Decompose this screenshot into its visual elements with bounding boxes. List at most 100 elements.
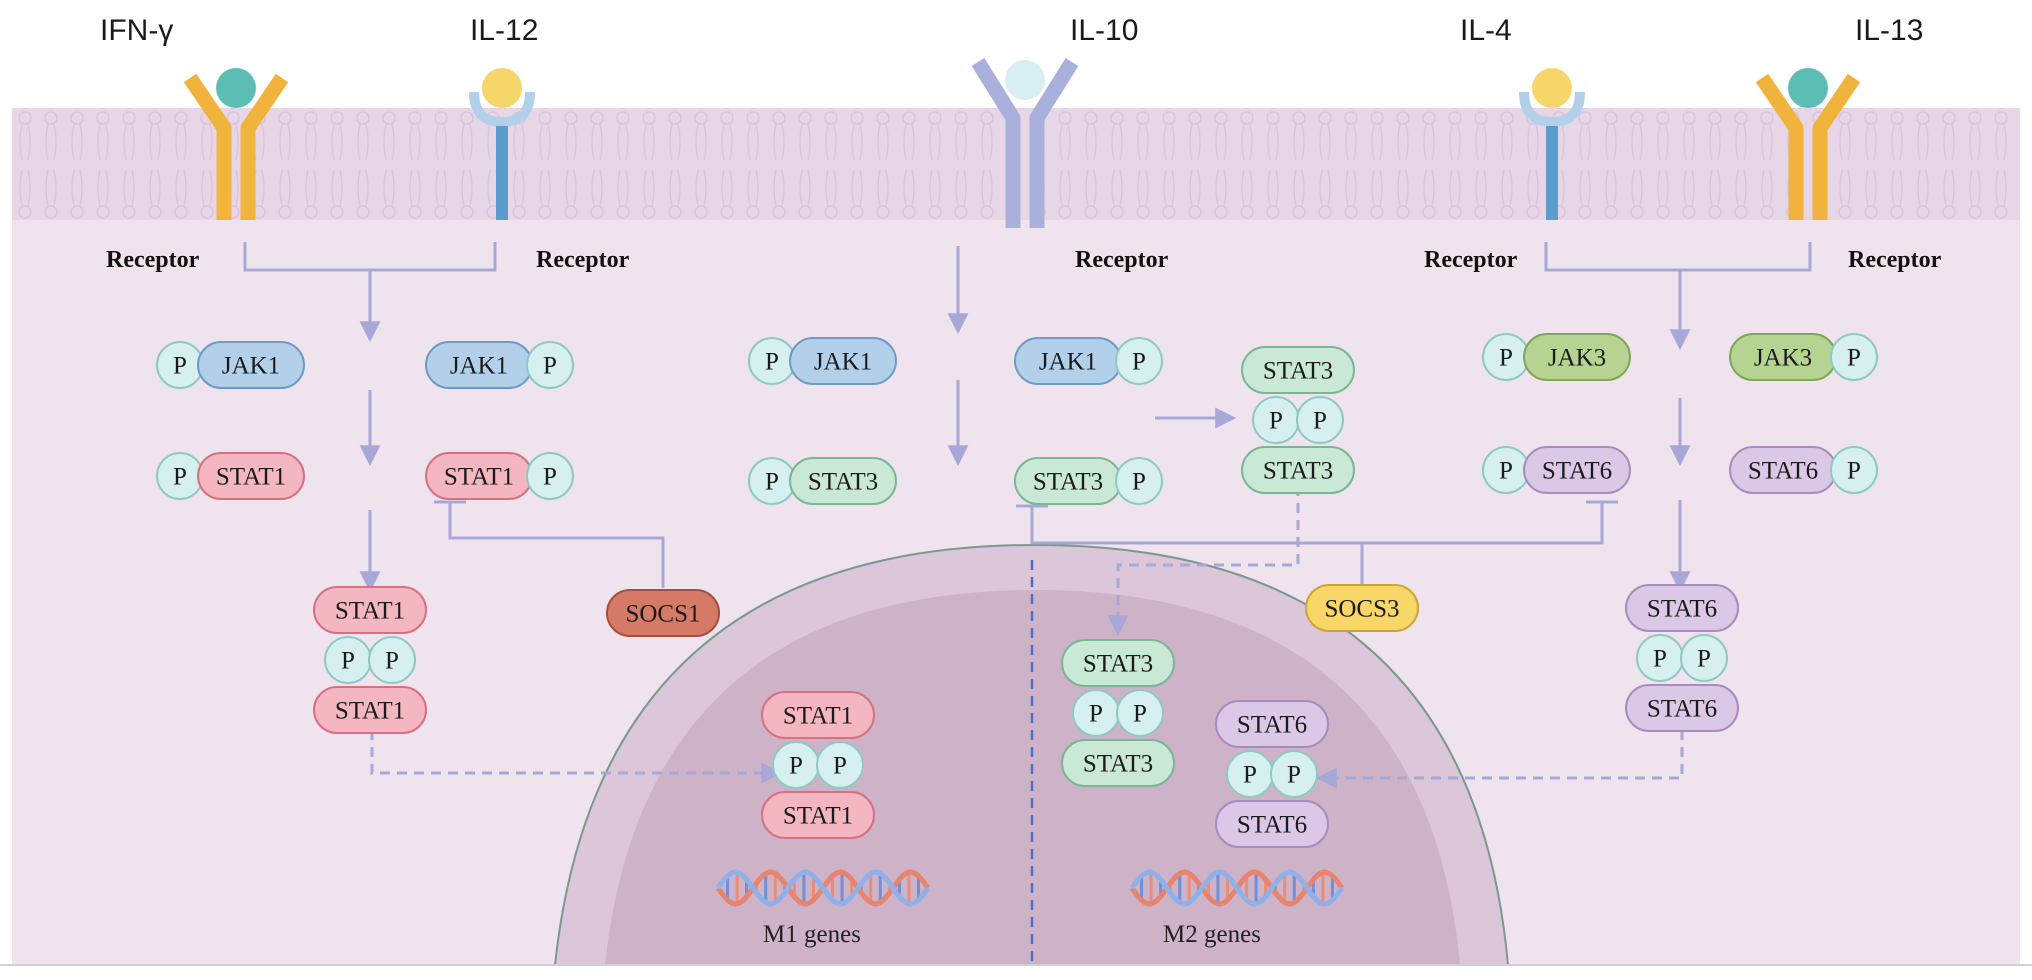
jak3-right: JAK3 (1729, 333, 1837, 381)
stat3-left-phospho: P (748, 457, 796, 505)
stat3-left: STAT3 (789, 457, 897, 505)
phospho-label: P (1499, 345, 1513, 372)
phospho-label: P (1847, 345, 1861, 372)
jak1-il10-left-phospho: P (748, 337, 796, 385)
stat1-dimer-nuclear-top-label: STAT1 (783, 703, 853, 730)
phospho-label: P (1089, 701, 1103, 728)
stat1-dimer-cyto-phospho-b: P (368, 636, 416, 684)
stat6-dimer-cyto-top-label: STAT6 (1647, 596, 1717, 623)
socs1: SOCS1 (606, 589, 720, 637)
jak3-left: JAK3 (1523, 333, 1631, 381)
m2-dna-helix (1129, 869, 1345, 907)
stat3-dimer-nuclear-top-label: STAT3 (1083, 651, 1153, 678)
stat1-left-phospho: P (156, 452, 204, 500)
receptor-label-2: Receptor (536, 247, 630, 273)
stat6-dimer-cyto-phospho-a: P (1636, 634, 1684, 682)
phospho-label: P (1313, 408, 1327, 435)
stat6-dimer-nuclear-phospho-a: P (1226, 750, 1274, 798)
phospho-label: P (543, 464, 557, 491)
phospho-label: P (1653, 646, 1667, 673)
socs3: SOCS3 (1305, 584, 1419, 632)
stat1-dimer-nuclear-phospho-a: P (772, 741, 820, 789)
il12-receptor (469, 68, 535, 220)
stat6-left-label: STAT6 (1542, 458, 1612, 485)
stat1-dimer-cyto-phospho-a: P (324, 636, 372, 684)
phospho-label: P (1133, 701, 1147, 728)
phospho-label: P (1132, 469, 1146, 496)
il4-ligand (1532, 68, 1572, 108)
ifng-receptor (183, 68, 289, 220)
stat3-dimer-cyto-phospho-b: P (1296, 396, 1344, 444)
stat1-left: STAT1 (197, 452, 305, 500)
m1-dna-helix (715, 869, 931, 907)
stat3-dimer-nuclear-bottom-label: STAT3 (1083, 751, 1153, 778)
jak1-il10-right-phospho: P (1115, 337, 1163, 385)
jak3-left-label: JAK3 (1548, 345, 1606, 372)
stat3-right-phospho: P (1115, 457, 1163, 505)
stat1-right: STAT1 (425, 452, 533, 500)
il10-label: IL-10 (1070, 14, 1138, 47)
stat6-dimer-nuclear-phospho-b: P (1270, 750, 1318, 798)
phospho-label: P (543, 353, 557, 380)
stat1-left-label: STAT1 (216, 464, 286, 491)
stat3-dimer-cyto-top: STAT3 (1241, 346, 1355, 394)
receptor-label-3: Receptor (1075, 247, 1169, 273)
stat6-dimer-nuclear-bottom-label: STAT6 (1237, 812, 1307, 839)
stat3-dimer-cyto-top-label: STAT3 (1263, 358, 1333, 385)
stat6-right-label: STAT6 (1748, 458, 1818, 485)
stat1-right-label: STAT1 (444, 464, 514, 491)
stat3-dimer-cyto-phospho-a: P (1252, 396, 1300, 444)
stat1-dimer-cyto-top-label: STAT1 (335, 598, 405, 625)
jak3-right-label: JAK3 (1754, 345, 1812, 372)
inhibition-lines (434, 500, 1618, 588)
receptor-label-5: Receptor (1848, 247, 1942, 273)
phospho-label: P (1697, 646, 1711, 673)
stat3-right: STAT3 (1014, 457, 1122, 505)
phospho-label: P (789, 753, 803, 780)
ifng-label: IFN-γ (100, 14, 173, 47)
jak1-left-phospho: P (156, 341, 204, 389)
jak1-right-phospho: P (526, 341, 574, 389)
stat1-dimer-cyto-bottom: STAT1 (313, 686, 427, 734)
phospho-label: P (1243, 762, 1257, 789)
phospho-label: P (833, 753, 847, 780)
stat3-right-label: STAT3 (1033, 469, 1103, 496)
phospho-label: P (1132, 349, 1146, 376)
stat1-right-phospho: P (526, 452, 574, 500)
jak1-left-label: JAK1 (222, 353, 280, 380)
stat6-dimer-cyto-phospho-b: P (1680, 634, 1728, 682)
il10-receptor (971, 58, 1079, 228)
socs1-label: SOCS1 (625, 601, 700, 628)
stat3-dimer-nuclear-bottom: STAT3 (1061, 739, 1175, 787)
jak1-il10-right: JAK1 (1014, 337, 1122, 385)
pathway-arrows (243, 242, 1812, 593)
jak1-il10-right-label: JAK1 (1039, 349, 1097, 376)
il4-receptor (1519, 68, 1585, 220)
phospho-label: P (1269, 408, 1283, 435)
phospho-label: P (385, 648, 399, 675)
stat6-dimer-cyto-bottom: STAT6 (1625, 684, 1739, 732)
stat6-dimer-cyto-top: STAT6 (1625, 584, 1739, 632)
il13-ligand (1788, 68, 1828, 108)
stat1-dimer-nuclear-bottom: STAT1 (761, 791, 875, 839)
stat6-right: STAT6 (1729, 446, 1837, 494)
il13-label: IL-13 (1855, 14, 1923, 47)
phospho-label: P (1499, 458, 1513, 485)
phospho-label: P (1287, 762, 1301, 789)
translocation-arrows (370, 486, 1684, 789)
phospho-label: P (765, 349, 779, 376)
stat6-dimer-nuclear-bottom: STAT6 (1215, 800, 1329, 848)
stat6-left: STAT6 (1523, 446, 1631, 494)
il13-receptor (1755, 68, 1861, 220)
il12-ligand (482, 68, 522, 108)
stat1-dimer-cyto-top: STAT1 (313, 586, 427, 634)
jak1-right: JAK1 (425, 341, 533, 389)
phospho-label: P (173, 464, 187, 491)
stat6-left-phospho: P (1482, 446, 1530, 494)
m2-genes-label: M2 genes (1163, 921, 1261, 948)
stat1-dimer-nuclear-phospho-b: P (816, 741, 864, 789)
stat3-dimer-nuclear-phospho-b: P (1116, 689, 1164, 737)
jak1-il10-left-label: JAK1 (814, 349, 872, 376)
